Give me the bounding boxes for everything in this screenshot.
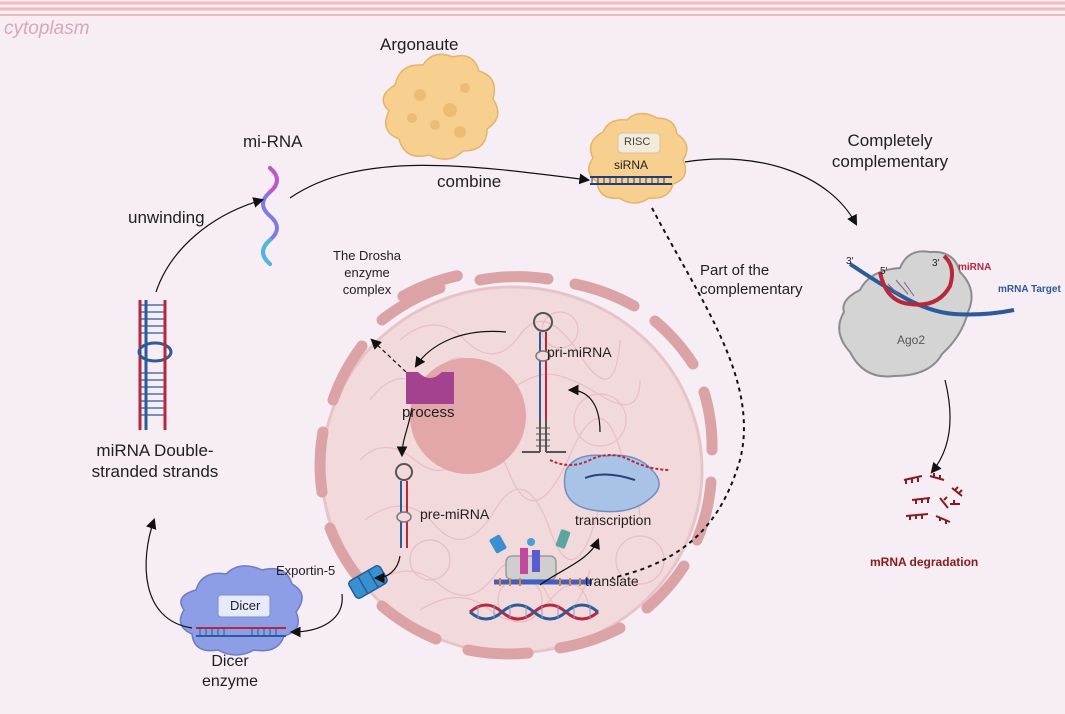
dicer-enzyme-shape [179,565,303,656]
argonaute-label: Argonaute [380,35,459,54]
pri-mirna-label: pri-miRNA [547,344,612,360]
drosha-complex [406,372,454,404]
five-prime-label: 5' [880,266,888,277]
cytoplasm-label: cytoplasm [4,18,90,39]
mirna-double-strand [137,300,173,430]
mrna-degradation-label: mRNA degradation [870,555,979,569]
combine-label: combine [437,172,502,191]
sirna-label: siRNA [614,158,649,172]
double-strand-label: miRNA Double-stranded strands [91,441,219,482]
mrna-fragments [903,473,963,524]
pre-mirna-hairpin [395,463,413,548]
mirna-label: mi-RNA [243,132,303,151]
completely-complementary-label: Completely complementary [831,131,949,172]
translation-ribosome [489,529,592,586]
dicer-enzyme-label: Dicer enzyme [201,653,259,690]
mrna-target-label: mRNA Target [998,284,1061,295]
risc-label: RISC [624,136,651,148]
ago2-label: Ago2 [897,333,926,347]
argonaute-protein [382,53,499,160]
three-prime-left-label: 3' [846,256,854,267]
top-border [0,1,1065,16]
pri-mirna-hairpin [522,312,566,453]
risc-complex [588,112,688,204]
part-complementary-label: Part of the complementary [700,262,803,298]
unwinding-label: unwinding [128,208,205,227]
dna-helix [469,603,599,621]
dicer-box-label: Dicer [230,598,261,613]
translate-label: translate [585,573,639,589]
mirna-small-label: miRNA [958,262,992,273]
exportin-label: Exportin-5 [276,563,336,578]
transcription-complex [549,454,671,513]
pre-mirna-label: pre-miRNA [420,506,490,522]
pathway-arrows [145,158,951,638]
process-label: process [402,404,455,421]
three-prime-right-label: 3' [932,258,940,269]
transcription-label: transcription [575,512,652,528]
drosha-label: The Drosha enzyme complex [333,248,401,297]
ago2-complex [838,250,1015,378]
